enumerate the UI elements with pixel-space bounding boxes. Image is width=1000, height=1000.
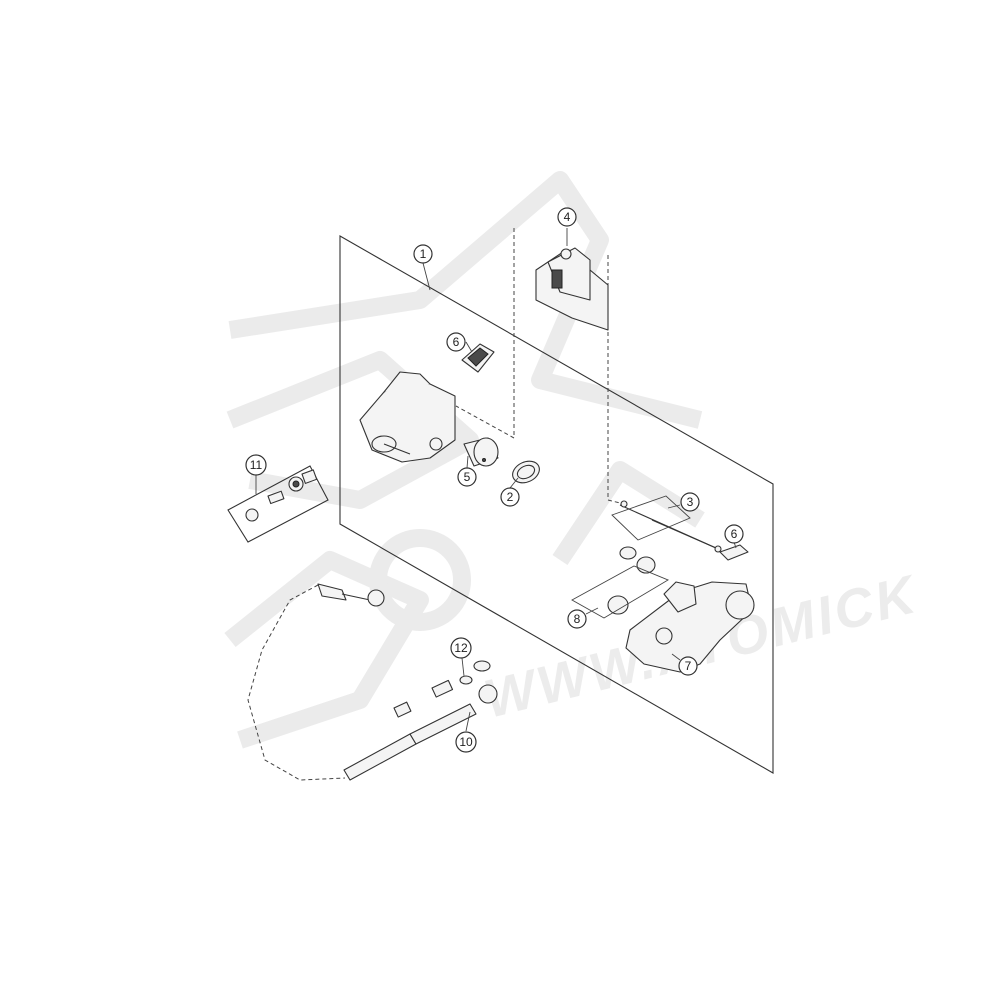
retaining-clip (719, 544, 749, 561)
dashed-connector-pin (607, 255, 629, 506)
bushings (571, 546, 670, 619)
svg-text:8: 8 (574, 612, 581, 626)
callout-6b: 6 (724, 524, 744, 544)
brake-hose-upper (317, 583, 385, 607)
svg-text:5: 5 (464, 470, 471, 484)
callout-2: 2 (500, 487, 520, 507)
callout-leaders (255, 228, 737, 732)
kit-boundary (339, 235, 774, 774)
dashed-connector-pads (455, 228, 515, 439)
caliper-bracket (625, 581, 755, 673)
caliper-body (359, 371, 456, 463)
svg-text:3: 3 (687, 495, 694, 509)
svg-text:6: 6 (453, 335, 460, 349)
piston (463, 437, 499, 467)
callout-5: 5 (457, 467, 477, 487)
svg-text:12: 12 (454, 641, 468, 655)
svg-text:1: 1 (420, 247, 427, 261)
svg-text:2: 2 (507, 490, 514, 504)
callout-12: 12 (450, 637, 472, 659)
svg-text:11: 11 (250, 458, 263, 472)
svg-text:4: 4 (564, 210, 571, 224)
watermark-logo (224, 171, 705, 749)
svg-text:7: 7 (685, 659, 692, 673)
dashed-hose-route (247, 584, 346, 781)
callout-10: 10 (455, 731, 477, 753)
callout-4: 4 (557, 207, 577, 227)
pin-set (611, 495, 722, 553)
callout-8: 8 (567, 609, 587, 629)
svg-text:6: 6 (731, 527, 738, 541)
callout-11: 11 (245, 454, 267, 476)
callout-6a: 6 (446, 332, 466, 352)
svg-text:10: 10 (459, 735, 473, 749)
o-rings (459, 660, 491, 685)
pad-spring (461, 343, 495, 373)
brake-hose-lower (343, 679, 498, 781)
callout-7: 7 (678, 656, 698, 676)
callout-3: 3 (680, 492, 700, 512)
bleeder-kit (227, 465, 329, 543)
callout-1: 1 (413, 244, 433, 264)
seal-rings (512, 460, 540, 484)
brake-pad-set (535, 247, 609, 331)
